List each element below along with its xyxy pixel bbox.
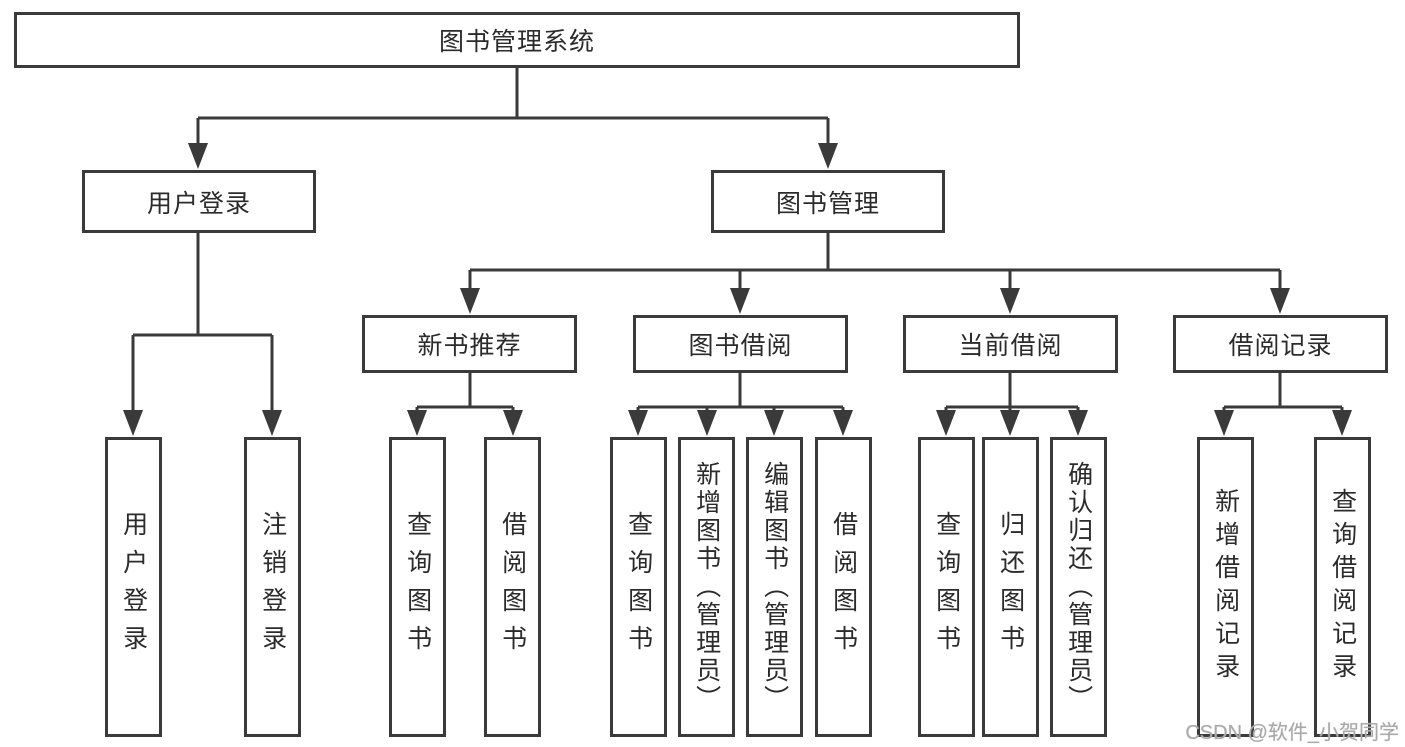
- arrowheads: [123, 143, 1352, 436]
- leaf-confirm-return-admin: 确认归还（管理员）: [1050, 437, 1107, 737]
- node-book-management: 图书管理: [711, 170, 945, 233]
- leaf-user-login-label: 用户登录: [119, 511, 148, 663]
- leaf-logout: 注销登录: [244, 437, 301, 737]
- node-new-book-recommend: 新书推荐: [362, 315, 577, 373]
- node-library-system: 图书管理系统: [14, 12, 1020, 68]
- leaf-edit-books-admin: 编辑图书（管理员）: [746, 437, 803, 737]
- leaf-logout-label: 注销登录: [258, 511, 287, 663]
- leaf-recommend-borrow-books-label: 借阅图书: [498, 511, 527, 663]
- leaf-user-login: 用户登录: [105, 437, 162, 737]
- node-user-login-label: 用户登录: [146, 189, 251, 218]
- leaf-add-books-admin: 新增图书（管理员）: [678, 437, 735, 737]
- node-borrow-records-label: 借阅记录: [1228, 332, 1333, 360]
- node-current-borrow: 当前借阅: [903, 315, 1118, 373]
- leaf-add-borrow-record: 新增借阅记录: [1197, 437, 1254, 737]
- node-new-book-recommend-label: 新书推荐: [417, 332, 522, 360]
- leaf-current-query-books: 查询图书: [918, 437, 975, 737]
- node-borrow-records: 借阅记录: [1173, 315, 1388, 373]
- leaf-recommend-borrow-books: 借阅图书: [484, 437, 541, 737]
- node-book-management-label: 图书管理: [775, 189, 880, 218]
- leaf-current-query-books-label: 查询图书: [932, 511, 961, 663]
- node-user-login: 用户登录: [82, 170, 316, 233]
- leaf-add-books-admin-label: 新增图书（管理员）: [692, 461, 721, 713]
- csdn-watermark: CSDN @软件_小贺同学: [1185, 722, 1399, 744]
- node-library-system-label: 图书管理系统: [438, 28, 595, 56]
- leaf-edit-books-admin-label: 编辑图书（管理员）: [760, 461, 789, 713]
- leaf-borrow-books-label: 借阅图书: [829, 511, 858, 663]
- leaf-borrow-query-books: 查询图书: [610, 437, 667, 737]
- node-book-borrow: 图书借阅: [633, 315, 848, 373]
- leaf-query-borrow-record: 查询借阅记录: [1314, 437, 1371, 737]
- leaf-return-books-label: 归还图书: [996, 511, 1025, 663]
- leaf-recommend-query-books-label: 查询图书: [403, 511, 432, 663]
- node-book-borrow-label: 图书借阅: [688, 332, 793, 360]
- leaf-borrow-query-books-label: 查询图书: [624, 511, 653, 663]
- leaf-confirm-return-admin-label: 确认归还（管理员）: [1064, 461, 1093, 713]
- leaf-borrow-books: 借阅图书: [815, 437, 872, 737]
- leaf-add-borrow-record-label: 新增借阅记录: [1211, 488, 1240, 686]
- leaf-return-books: 归还图书: [982, 437, 1039, 737]
- leaf-query-borrow-record-label: 查询借阅记录: [1328, 488, 1357, 686]
- node-current-borrow-label: 当前借阅: [958, 332, 1063, 360]
- leaf-recommend-query-books: 查询图书: [389, 437, 446, 737]
